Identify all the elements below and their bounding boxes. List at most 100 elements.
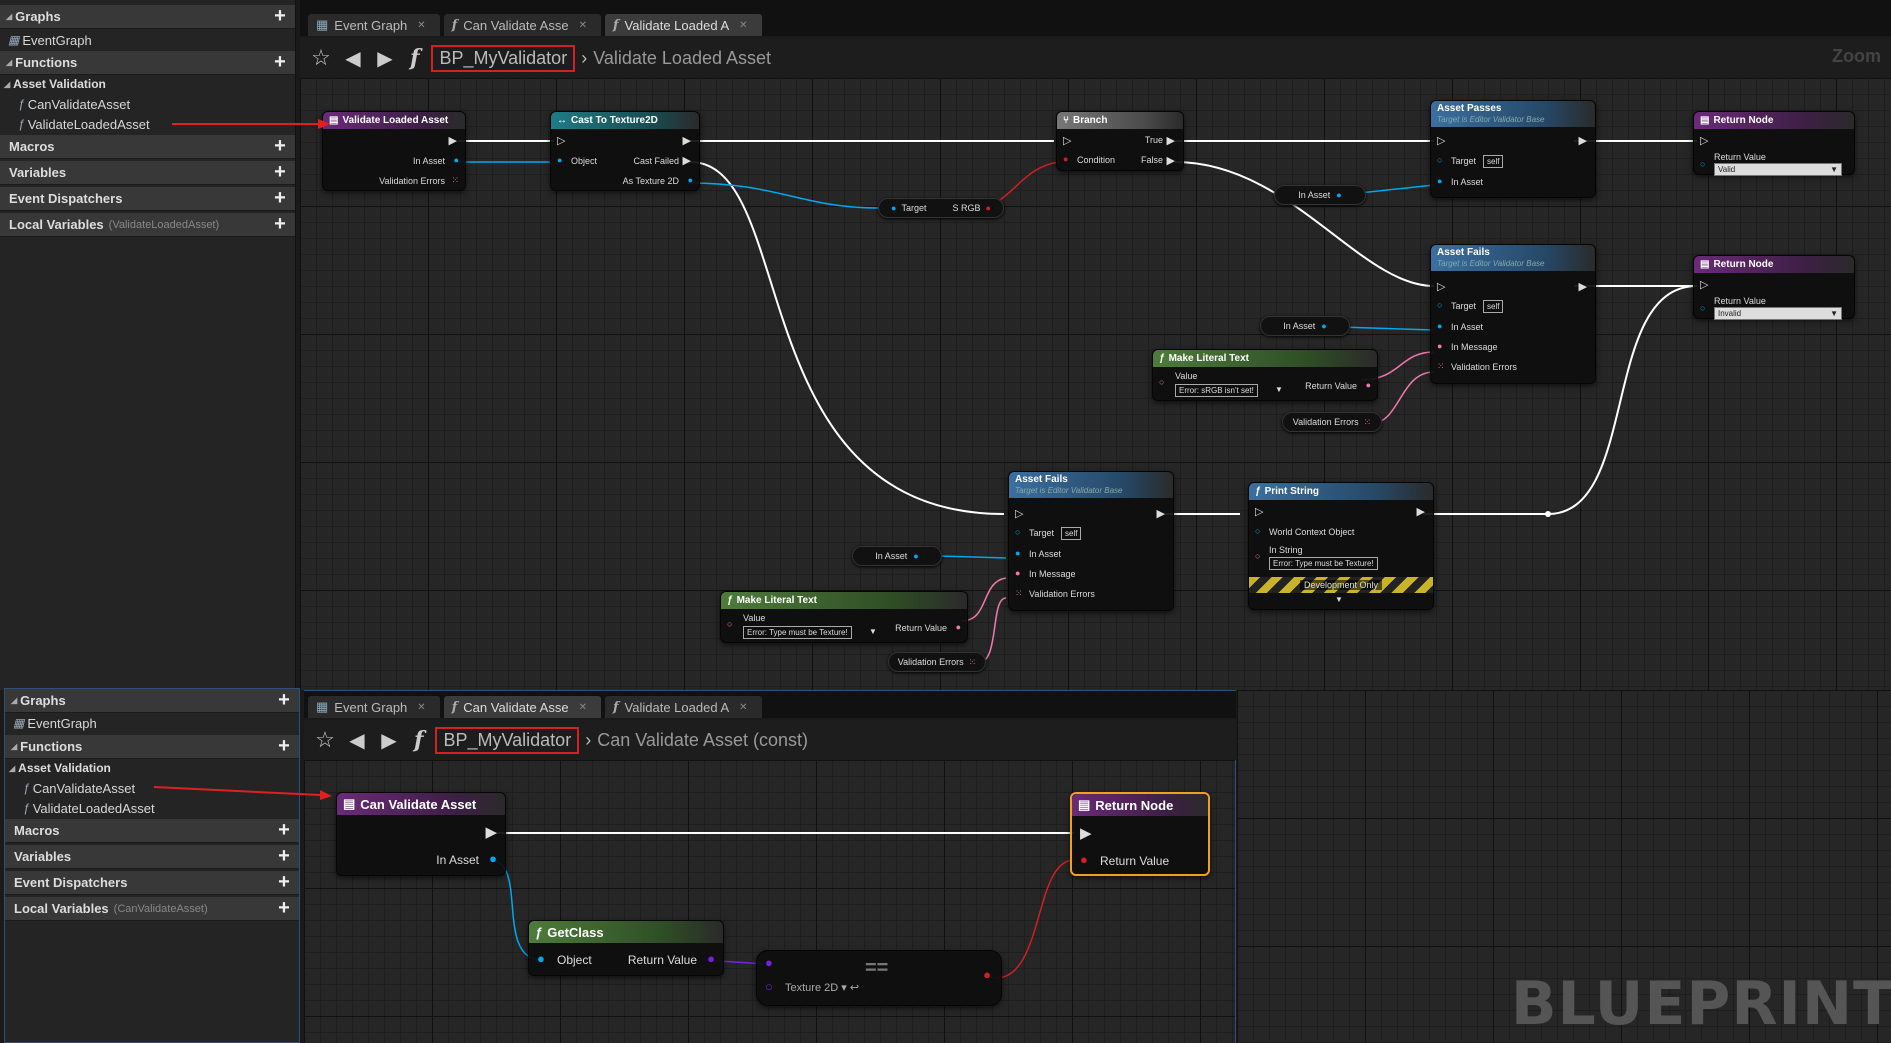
exec-in-pin[interactable]: ▶ bbox=[1080, 825, 1092, 842]
functions-header[interactable]: ◢Functions+ bbox=[0, 51, 295, 75]
in-asset-getter-3[interactable]: In Asset● bbox=[852, 546, 942, 566]
functions-header[interactable]: ◢Functions+ bbox=[5, 735, 299, 759]
return-value-pin[interactable]: ● bbox=[1080, 852, 1088, 867]
add-variable-button[interactable]: + bbox=[274, 161, 286, 183]
add-dispatcher-button[interactable]: + bbox=[278, 871, 290, 893]
add-dispatcher-button[interactable]: + bbox=[274, 187, 286, 209]
close-icon[interactable]: ✕ bbox=[417, 19, 426, 31]
in-asset-pin[interactable]: ● bbox=[1437, 321, 1443, 331]
category-asset-validation[interactable]: ◢Asset Validation bbox=[9, 761, 111, 775]
class-a-pin[interactable]: ● bbox=[765, 955, 773, 970]
validation-errors-pin[interactable]: ⁙ bbox=[1015, 588, 1023, 598]
node-class-equal[interactable]: ● ○ Texture 2D ▾ ↩ == ● bbox=[756, 950, 1002, 1006]
validation-errors-pin[interactable]: ⁙ bbox=[1363, 416, 1372, 427]
macros-header[interactable]: Macros+ bbox=[0, 135, 295, 159]
collapse-arrow-icon[interactable]: ◢ bbox=[11, 696, 18, 705]
node-can-validate-asset[interactable]: ▤Can Validate Asset ▶ In Asset ● bbox=[336, 792, 506, 876]
return-value-pin[interactable]: ● bbox=[707, 951, 715, 966]
exec-in-pin[interactable]: ▷ bbox=[557, 135, 566, 147]
target-pin[interactable]: ○ bbox=[1437, 300, 1443, 310]
in-asset-pin[interactable]: ● bbox=[1336, 190, 1342, 200]
return-value-pin[interactable]: ○ bbox=[1700, 159, 1706, 169]
in-string-input[interactable]: Error: Type must be Texture! bbox=[1269, 557, 1378, 570]
breadcrumb-blueprint[interactable]: BP_MyValidator bbox=[435, 726, 580, 754]
return-value-pin[interactable]: ○ bbox=[1700, 303, 1706, 313]
graphs-header[interactable]: ◢Graphs+ bbox=[5, 689, 299, 713]
node-return-invalid[interactable]: ▤Return Node ▷ Return Value ○ Invalid▼ bbox=[1693, 255, 1855, 320]
exec-in-pin[interactable]: ▷ bbox=[1015, 508, 1024, 520]
class-dropdown[interactable]: Texture 2D ▾ ↩ bbox=[785, 982, 860, 994]
in-asset-pin[interactable]: ● bbox=[489, 851, 497, 866]
in-asset-getter-1[interactable]: In Asset● bbox=[1274, 185, 1366, 205]
return-value-dropdown[interactable]: Invalid▼ bbox=[1714, 307, 1842, 320]
value-pin[interactable]: ○ bbox=[727, 619, 733, 629]
add-local-variable-button[interactable]: + bbox=[274, 213, 286, 235]
return-value-pin[interactable]: ● bbox=[1365, 380, 1371, 390]
node-srgb-getter[interactable]: ●Target S RGB● bbox=[878, 198, 1004, 218]
return-value-pin[interactable]: ● bbox=[955, 622, 961, 632]
exec-in-pin[interactable]: ▷ bbox=[1063, 135, 1072, 147]
collapse-arrow-icon[interactable]: ◢ bbox=[9, 763, 16, 773]
favorite-star-icon[interactable]: ☆ bbox=[311, 45, 331, 70]
srgb-pin[interactable]: ● bbox=[985, 203, 991, 213]
literal-text-input[interactable]: Error: Type must be Texture! bbox=[743, 626, 852, 639]
breadcrumb-blueprint[interactable]: BP_MyValidator bbox=[431, 44, 576, 72]
in-asset-pin[interactable]: ● bbox=[1015, 548, 1021, 558]
validation-errors-getter-1[interactable]: Validation Errors⁙ bbox=[1282, 412, 1382, 432]
add-function-button[interactable]: + bbox=[278, 735, 290, 757]
self-box[interactable]: self bbox=[1483, 300, 1504, 313]
exec-in-pin[interactable]: ▷ bbox=[1700, 279, 1709, 291]
condition-pin[interactable]: ● bbox=[1063, 154, 1069, 164]
validation-errors-pin[interactable]: ⁙ bbox=[451, 175, 459, 185]
in-asset-pin[interactable]: ● bbox=[1321, 321, 1327, 331]
true-pin[interactable]: ▶ bbox=[1166, 135, 1175, 147]
in-message-pin[interactable]: ● bbox=[1437, 341, 1443, 351]
in-asset-pin[interactable]: ● bbox=[913, 551, 919, 561]
variables-header[interactable]: Variables+ bbox=[0, 161, 295, 185]
exec-in-pin[interactable]: ▷ bbox=[1700, 135, 1709, 147]
exec-out-pin[interactable]: ▶ bbox=[485, 824, 497, 841]
in-asset-pin[interactable]: ● bbox=[1437, 176, 1443, 186]
in-string-pin[interactable]: ○ bbox=[1255, 551, 1261, 561]
node-branch[interactable]: ⑂Branch ▷ True ▶ ● Condition False ▶ bbox=[1056, 111, 1184, 171]
node-return-can-validate[interactable]: ▤Return Node ▶ ● Return Value bbox=[1070, 792, 1210, 876]
add-local-variable-button[interactable]: + bbox=[278, 897, 290, 919]
world-context-pin[interactable]: ○ bbox=[1255, 526, 1261, 536]
back-arrow-icon[interactable]: ◀ bbox=[349, 729, 365, 752]
add-function-button[interactable]: + bbox=[274, 51, 286, 73]
node-return-valid[interactable]: ▤Return Node ▷ Return Value ○ Valid▼ bbox=[1693, 111, 1855, 176]
exec-in-pin[interactable]: ▷ bbox=[1437, 135, 1446, 147]
node-validate-loaded-asset[interactable]: ▤Validate Loaded Asset ▶ In Asset ● Vali… bbox=[322, 111, 466, 191]
close-icon[interactable]: ✕ bbox=[578, 701, 587, 713]
in-asset-getter-2[interactable]: In Asset● bbox=[1260, 316, 1350, 336]
event-dispatchers-header[interactable]: Event Dispatchers+ bbox=[0, 187, 295, 211]
as-texture-pin[interactable]: ● bbox=[687, 175, 693, 185]
forward-arrow-icon[interactable]: ▶ bbox=[381, 729, 397, 752]
cast-failed-pin[interactable]: ▶ bbox=[682, 155, 691, 167]
in-message-pin[interactable]: ● bbox=[1015, 568, 1021, 578]
category-asset-validation[interactable]: ◢Asset Validation bbox=[4, 77, 106, 91]
add-graph-button[interactable]: + bbox=[278, 689, 290, 711]
in-asset-pin[interactable]: ● bbox=[453, 155, 459, 165]
exec-out-pin[interactable]: ▶ bbox=[1156, 508, 1165, 520]
self-box[interactable]: self bbox=[1061, 527, 1082, 540]
add-macro-button[interactable]: + bbox=[278, 819, 290, 841]
class-b-pin[interactable]: ○ bbox=[765, 979, 773, 994]
add-graph-button[interactable]: + bbox=[274, 5, 286, 27]
object-pin[interactable]: ● bbox=[557, 155, 563, 165]
chevron-down-icon[interactable]: ▼ bbox=[1275, 385, 1283, 394]
collapse-arrow-icon[interactable]: ◢ bbox=[11, 742, 18, 751]
tab-event-graph[interactable]: ▦Event Graph✕ bbox=[308, 14, 440, 36]
value-pin[interactable]: ○ bbox=[1159, 377, 1165, 387]
add-variable-button[interactable]: + bbox=[278, 845, 290, 867]
tab-event-graph[interactable]: ▦Event Graph✕ bbox=[308, 696, 440, 718]
variables-header[interactable]: Variables+ bbox=[5, 845, 299, 869]
